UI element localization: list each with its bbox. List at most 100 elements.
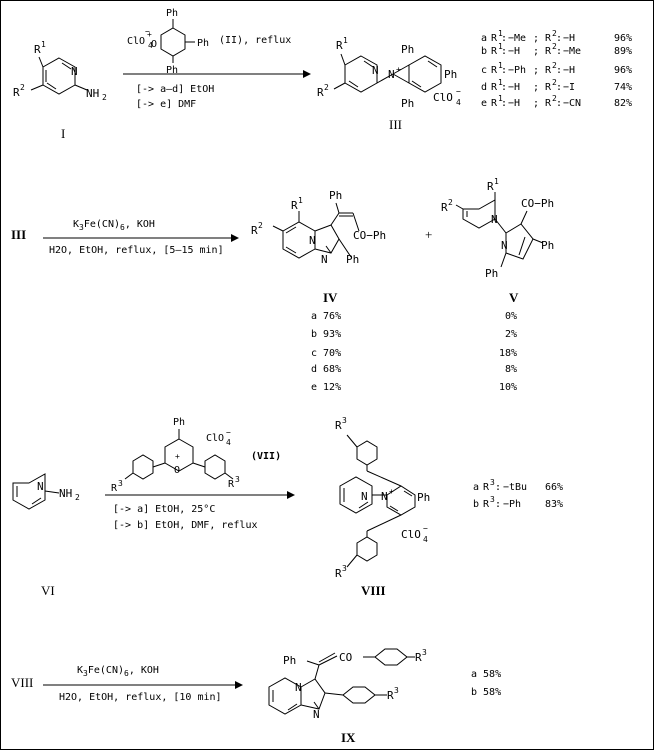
- svg-text:Ph: Ph: [444, 68, 457, 81]
- svg-text:−H: −H: [508, 46, 520, 57]
- compound-IV-label: IV: [323, 290, 338, 305]
- svg-text:R: R: [415, 651, 422, 664]
- svg-text:R: R: [491, 65, 498, 76]
- svg-text::: :: [556, 65, 562, 76]
- svg-text:Ph: Ph: [401, 43, 414, 56]
- svg-text:R: R: [291, 199, 298, 212]
- svg-text::: :: [501, 33, 507, 44]
- svg-text:R: R: [251, 224, 258, 237]
- iv-yield-d: d 68%: [311, 364, 341, 375]
- svg-text:CO−Ph: CO−Ph: [521, 197, 554, 210]
- svg-text:R: R: [491, 33, 498, 44]
- svg-text:a: a: [481, 33, 487, 44]
- svg-text:4: 4: [226, 438, 231, 447]
- svg-text:Ph: Ph: [401, 97, 414, 110]
- svg-text:N: N: [361, 490, 368, 503]
- svg-text:−Me: −Me: [508, 33, 526, 44]
- svg-text:R: R: [491, 46, 498, 57]
- svg-text:R: R: [228, 479, 235, 490]
- svg-text:−Ph: −Ph: [508, 65, 526, 76]
- svg-text:N: N: [37, 480, 44, 493]
- svg-text::: :: [501, 46, 507, 57]
- svg-text:3: 3: [235, 475, 240, 484]
- svg-text:O: O: [174, 465, 180, 476]
- svg-text:3: 3: [422, 648, 427, 657]
- v-yield-b: 2%: [505, 329, 517, 340]
- svg-text:+: +: [175, 452, 180, 461]
- compound-VIII-label: VIII: [361, 583, 386, 598]
- ix-yield-b: b 58%: [471, 687, 501, 698]
- svg-text:1: 1: [41, 40, 46, 49]
- svg-text:4: 4: [148, 41, 153, 50]
- scheme2-start-label: III: [11, 227, 26, 242]
- svg-text:R: R: [441, 201, 448, 214]
- arrow-head-1: [303, 70, 311, 78]
- svg-text:R: R: [491, 82, 498, 93]
- svg-text::: :: [495, 499, 501, 510]
- conditions-3-line-1: [-> a] EtOH, 25°C: [113, 504, 215, 515]
- svg-text:ClO: ClO: [127, 36, 145, 47]
- svg-text:R: R: [491, 98, 498, 109]
- svg-text:1: 1: [343, 36, 348, 45]
- svg-text:82%: 82%: [614, 98, 632, 109]
- svg-text:3: 3: [490, 495, 495, 504]
- svg-text:a: a: [473, 482, 479, 493]
- svg-text:89%: 89%: [614, 46, 632, 57]
- svg-text:−Me: −Me: [563, 46, 581, 57]
- svg-text:e: e: [481, 98, 487, 109]
- svg-text:Ph: Ph: [173, 417, 185, 428]
- svg-text:+: +: [389, 487, 394, 496]
- svg-text:N: N: [309, 234, 316, 247]
- svg-text:R: R: [34, 43, 41, 56]
- svg-text:3: 3: [394, 686, 399, 695]
- svg-text:1: 1: [494, 177, 499, 186]
- svg-text:R: R: [336, 39, 343, 52]
- svg-text:−: −: [145, 27, 150, 36]
- svg-text::: :: [556, 82, 562, 93]
- svg-text:2: 2: [552, 29, 557, 38]
- svg-text::: :: [556, 46, 562, 57]
- svg-text:96%: 96%: [614, 65, 632, 76]
- conditions-1-line-1: [-> a–d] EtOH: [136, 84, 214, 95]
- svg-text:R: R: [13, 86, 20, 99]
- svg-text:N: N: [491, 213, 498, 226]
- svg-text::: :: [556, 33, 562, 44]
- svg-text:Ph: Ph: [541, 239, 554, 252]
- svg-text:R: R: [487, 180, 494, 193]
- svg-text:R: R: [111, 483, 118, 494]
- yields-table-2: a 76% 0% b 93% 2% c 70% 18% d 68% 8% e 1…: [311, 311, 517, 393]
- v-yield-d: 8%: [505, 364, 517, 375]
- v-yield-c: 18%: [499, 348, 517, 359]
- svg-text:R: R: [317, 86, 324, 99]
- arrow-head-3: [287, 491, 295, 499]
- svg-text:N: N: [313, 708, 320, 721]
- svg-text:; R: ; R: [533, 82, 552, 93]
- svg-text:−H: −H: [508, 98, 520, 109]
- svg-text:N: N: [295, 681, 302, 694]
- svg-text:74%: 74%: [614, 82, 632, 93]
- iv-yield-e: e 12%: [311, 382, 341, 393]
- svg-text:CO−Ph: CO−Ph: [353, 229, 386, 242]
- svg-text:−Ph: −Ph: [503, 499, 521, 510]
- svg-text:N: N: [388, 68, 395, 81]
- svg-text:ClO: ClO: [433, 91, 453, 104]
- v-yield-e: 10%: [499, 382, 517, 393]
- svg-text:b: b: [473, 499, 479, 510]
- svg-text:CO: CO: [339, 651, 352, 664]
- svg-text:Ph: Ph: [417, 491, 430, 504]
- svg-text:R: R: [483, 499, 490, 510]
